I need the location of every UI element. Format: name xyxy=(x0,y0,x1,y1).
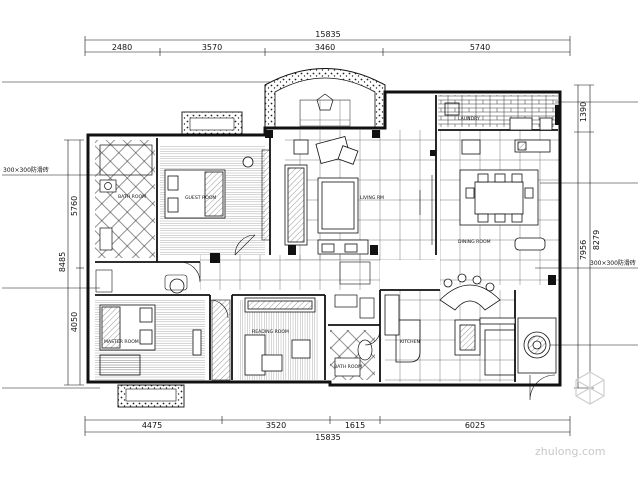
label-master-room: MASTER ROOM xyxy=(104,339,139,345)
dim-bottom-2: 3520 xyxy=(266,421,286,430)
reading-room-furniture xyxy=(244,297,316,376)
label-reading-room: READING ROOM xyxy=(252,329,289,335)
top-left-balcony xyxy=(181,111,243,135)
bottom-left-balcony xyxy=(117,384,185,408)
label-laundry: LAUNDRY xyxy=(458,116,480,122)
right-dimension-lines xyxy=(574,84,594,389)
wardrobe-guest xyxy=(261,149,271,241)
upper-bath-fixtures xyxy=(99,144,153,251)
room-floors xyxy=(95,95,560,382)
watermark-text: zhulong.com xyxy=(535,445,605,458)
leader-lines xyxy=(2,81,638,389)
walls xyxy=(86,90,562,387)
guest-bed xyxy=(164,156,256,256)
dim-top-2: 3570 xyxy=(202,43,222,52)
dim-left-1: 5760 xyxy=(70,196,79,216)
label-living-room: LIVING RM xyxy=(360,195,384,201)
annotation-left-2: 300×300防滑砖 xyxy=(3,166,49,174)
wardrobe-master xyxy=(211,299,231,381)
dim-right-3: 7956 xyxy=(579,240,588,260)
dim-bottom-total: 15835 xyxy=(315,433,340,442)
dim-bottom-3: 1615 xyxy=(345,421,365,430)
master-room-furniture xyxy=(99,278,202,376)
laundry-fixtures xyxy=(444,102,553,131)
top-bay-window xyxy=(264,68,386,129)
dim-top-total: 15835 xyxy=(315,30,340,39)
dim-top-3: 3460 xyxy=(315,43,335,52)
dim-bottom-4: 6025 xyxy=(465,421,485,430)
dim-right-1: 1390 xyxy=(579,102,588,122)
top-dimension-lines xyxy=(84,36,571,56)
dim-bottom-1: 4475 xyxy=(142,421,162,430)
dim-top-4: 5740 xyxy=(470,43,490,52)
living-furniture xyxy=(284,135,369,255)
dim-left-2: 8485 xyxy=(58,252,67,272)
dining-furniture xyxy=(459,139,551,251)
watermark-logo xyxy=(575,371,605,405)
label-dining-room: DINING ROOM xyxy=(458,239,491,245)
label-guest-room: GUEST ROOM xyxy=(185,195,216,201)
structural-columns xyxy=(210,105,561,285)
bottom-dimension-lines xyxy=(84,416,571,436)
label-lower-bath: BATH ROOM xyxy=(334,364,362,370)
dim-right-2: 8279 xyxy=(592,230,601,250)
dim-left-3: 4050 xyxy=(70,312,79,332)
lower-bath-fixtures xyxy=(334,294,375,377)
label-kitchen: KITCHEN xyxy=(400,339,420,345)
kitchen-fixtures xyxy=(384,273,557,376)
left-dimension-lines xyxy=(64,139,84,386)
doors xyxy=(179,261,556,401)
dim-top-1: 2480 xyxy=(112,43,132,52)
annotation-right-3: 300×300防滑砖 xyxy=(590,259,636,267)
label-upper-bath: BATH ROOM xyxy=(118,194,146,200)
corridor-details xyxy=(95,175,433,293)
